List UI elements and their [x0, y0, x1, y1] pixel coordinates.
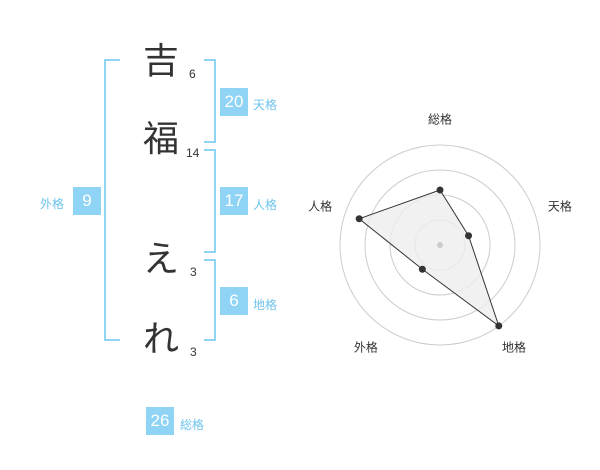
chikaku-badge: 6 — [220, 287, 248, 315]
radar-center-point — [437, 242, 443, 248]
radar-axis-label: 総格 — [427, 112, 453, 127]
radar-series-polygon — [358, 189, 500, 328]
gaikaku-label: 外格 — [40, 197, 65, 211]
chikaku-label: 地格 — [253, 298, 278, 312]
radar-axis-label: 地格 — [502, 340, 527, 355]
radar-point-1 — [436, 186, 444, 194]
gaikaku-bracket — [104, 59, 120, 341]
jinkaku-badge: 17 — [220, 187, 248, 215]
radar-point-5 — [355, 215, 363, 223]
radar-axis-label: 人格 — [308, 199, 333, 214]
radar-grid-ring — [339, 144, 541, 346]
stroke-count-1: 6 — [189, 67, 196, 81]
gaikaku-badge: 9 — [73, 187, 101, 215]
tenkaku-badge: 20 — [220, 88, 248, 116]
radar-point-2 — [465, 232, 473, 240]
radar-axis-label: 外格 — [353, 340, 378, 355]
radar-point-3 — [495, 322, 503, 330]
name-char-3: え — [142, 239, 179, 280]
radar-axis-label: 天格 — [547, 199, 572, 214]
radar-grid-ring — [364, 169, 516, 321]
tenkaku-label: 天格 — [253, 98, 278, 112]
soukaku-badge: 26 — [146, 407, 174, 435]
name-char-1: 吉 — [142, 41, 179, 82]
name-char-4: れ — [142, 319, 179, 360]
stroke-count-4: 3 — [190, 345, 197, 359]
stroke-count-2: 14 — [186, 146, 200, 160]
tenkaku-bracket — [204, 59, 216, 143]
fortune-radar-chart — [339, 144, 541, 346]
chikaku-bracket — [204, 259, 216, 341]
jinkaku-label: 人格 — [253, 198, 278, 212]
jinkaku-bracket — [204, 149, 216, 253]
soukaku-label: 総格 — [180, 418, 205, 432]
radar-point-4 — [418, 265, 426, 273]
stroke-count-3: 3 — [190, 265, 197, 279]
name-char-2: 福 — [142, 119, 179, 160]
